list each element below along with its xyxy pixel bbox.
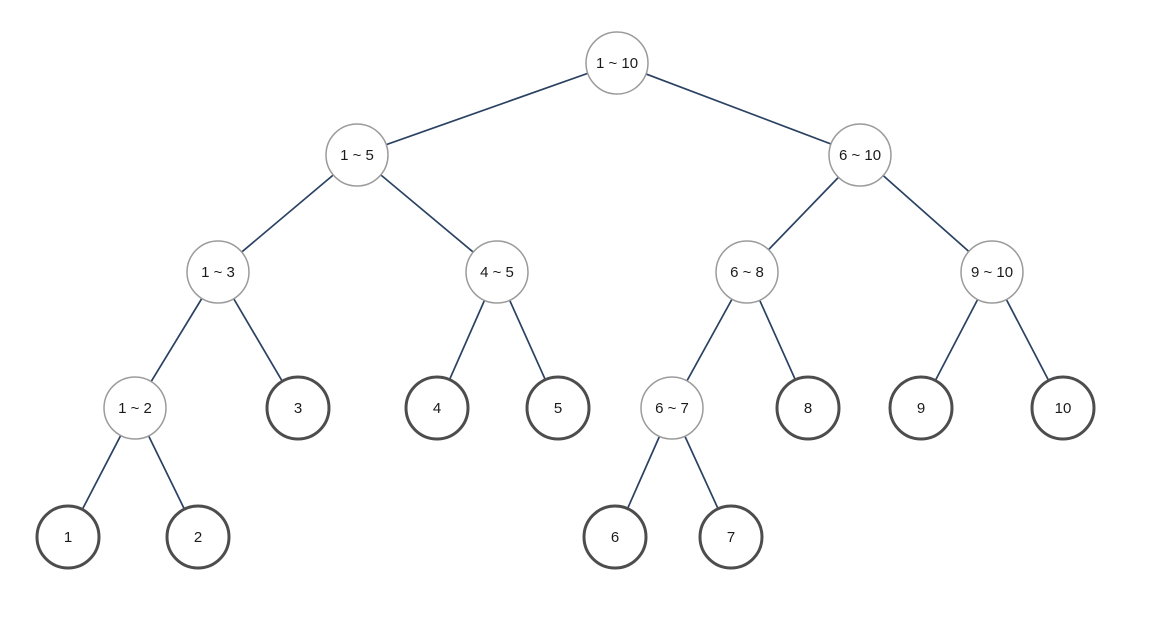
leaf-node-circle: [698, 504, 764, 570]
leaf-node-circle: [775, 375, 841, 441]
leaf-node-circle: [35, 504, 101, 570]
tree-node-n1_2: 1 ~ 2: [103, 376, 167, 440]
tree-node-n1_3: 1 ~ 3: [186, 240, 250, 304]
nodes-group: 1 ~ 10 1 ~ 5 6 ~ 10 1 ~ 3 4 ~ 5 6 ~ 8 9 ~ 10 1 …: [35, 31, 1096, 570]
node-label: 1: [64, 529, 72, 546]
tree-node-n5: 5: [525, 375, 591, 441]
tree-node-n7: 7: [698, 504, 764, 570]
leaf-node-circle: [525, 375, 591, 441]
leaf-node-circle: [582, 504, 648, 570]
node-label: 1 ~ 5: [340, 147, 374, 164]
node-label: 6: [611, 529, 619, 546]
leaf-node-circle: [404, 375, 470, 441]
tree-node-n6_7: 6 ~ 7: [640, 376, 704, 440]
node-label: 8: [804, 400, 812, 417]
leaf-node-circle: [888, 375, 954, 441]
tree-node-n10: 10: [1030, 375, 1096, 441]
tree-node-n1_5: 1 ~ 5: [325, 123, 389, 187]
tree-node-n4_5: 4 ~ 5: [465, 240, 529, 304]
tree-node-n1_10: 1 ~ 10: [585, 31, 649, 95]
node-label: 5: [554, 400, 562, 417]
node-label: 4: [433, 400, 441, 417]
node-label: 10: [1055, 400, 1072, 417]
node-label: 4 ~ 5: [480, 264, 514, 281]
tree-edge-n1_10-n6_10: [616, 62, 861, 156]
tree-node-n8: 8: [775, 375, 841, 441]
internal-node-circle: [640, 376, 704, 440]
node-label: 1 ~ 10: [596, 55, 638, 72]
tree-node-n9_10: 9 ~ 10: [960, 240, 1024, 304]
tree-node-n6_10: 6 ~ 10: [828, 123, 892, 187]
node-label: 9 ~ 10: [971, 264, 1013, 281]
node-label: 7: [727, 529, 735, 546]
node-label: 1 ~ 2: [118, 400, 152, 417]
node-label: 9: [917, 400, 925, 417]
leaf-node-circle: [265, 375, 331, 441]
internal-node-circle: [715, 240, 779, 304]
node-label: 1 ~ 3: [201, 264, 235, 281]
tree-edge-n1_10-n1_5: [356, 62, 618, 156]
tree-node-n3: 3: [265, 375, 331, 441]
internal-node-circle: [960, 240, 1024, 304]
node-label: 6 ~ 10: [839, 147, 881, 164]
internal-node-circle: [465, 240, 529, 304]
leaf-node-circle: [165, 504, 231, 570]
node-label: 3: [294, 400, 302, 417]
tree-node-n2: 2: [165, 504, 231, 570]
node-label: 2: [194, 529, 202, 546]
node-label: 6 ~ 7: [655, 400, 689, 417]
tree-node-n1: 1: [35, 504, 101, 570]
tree-node-n9: 9: [888, 375, 954, 441]
tree-node-n4: 4: [404, 375, 470, 441]
tree-node-n6: 6: [582, 504, 648, 570]
node-label: 6 ~ 8: [730, 264, 764, 281]
internal-node-circle: [828, 123, 892, 187]
leaf-node-circle: [1030, 375, 1096, 441]
internal-node-circle: [585, 31, 649, 95]
internal-node-circle: [103, 376, 167, 440]
internal-node-circle: [325, 123, 389, 187]
tree-node-n6_8: 6 ~ 8: [715, 240, 779, 304]
internal-node-circle: [186, 240, 250, 304]
